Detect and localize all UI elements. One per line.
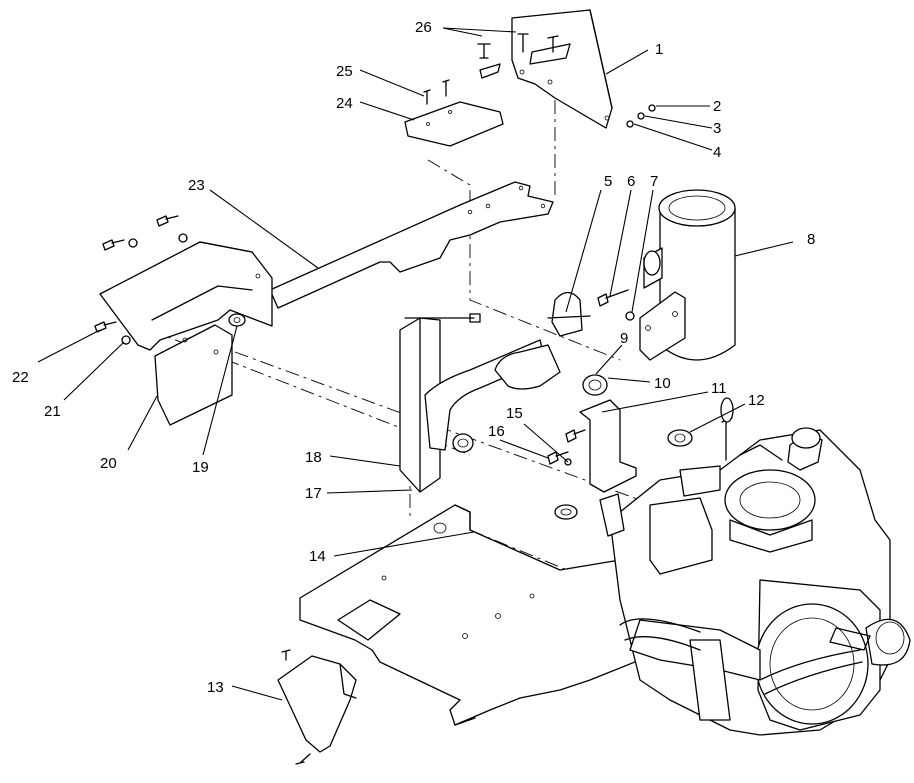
part-25-screws bbox=[423, 79, 450, 105]
callout-23: 23 bbox=[188, 177, 205, 194]
part-13-corner-shield bbox=[277, 649, 357, 765]
part-18-exhaust-pipe bbox=[399, 313, 608, 493]
base-frame bbox=[299, 504, 661, 726]
callouts: 1 2 3 4 5 6 7 8 9 10 11 12 13 14 15 16 1… bbox=[12, 19, 815, 696]
part-8-muffler bbox=[639, 189, 736, 361]
part-20-heat-shield bbox=[99, 241, 273, 426]
callout-21: 21 bbox=[44, 403, 61, 420]
callout-15: 15 bbox=[506, 405, 523, 422]
callout-22: 22 bbox=[12, 369, 29, 386]
callout-7: 7 bbox=[650, 173, 658, 190]
callout-19: 19 bbox=[192, 459, 209, 476]
callout-12: 12 bbox=[748, 392, 765, 409]
callout-9: 9 bbox=[620, 330, 628, 347]
part-11-bracket bbox=[579, 399, 637, 493]
callout-25: 25 bbox=[336, 63, 353, 80]
callout-24: 24 bbox=[336, 95, 353, 112]
parts-2-3-4-fasteners bbox=[626, 104, 656, 128]
callout-20: 20 bbox=[100, 455, 117, 472]
parts-21-22-fasteners bbox=[94, 215, 188, 345]
callout-1: 1 bbox=[655, 41, 663, 58]
callout-8: 8 bbox=[807, 231, 815, 248]
part-6-bolt bbox=[597, 289, 629, 307]
part-24-cover-plate bbox=[404, 101, 504, 147]
callout-4: 4 bbox=[713, 144, 721, 161]
callout-16: 16 bbox=[488, 423, 505, 440]
callout-3: 3 bbox=[713, 120, 721, 137]
part-19-spacer bbox=[228, 313, 246, 327]
part-26-screws bbox=[477, 33, 559, 79]
callout-11: 11 bbox=[711, 380, 727, 397]
callout-26: 26 bbox=[415, 19, 432, 36]
callout-17: 17 bbox=[305, 485, 322, 502]
leader-lines bbox=[37, 27, 794, 701]
part-23-long-bracket bbox=[269, 181, 554, 309]
part-12-gasket bbox=[554, 429, 693, 520]
callout-2: 2 bbox=[713, 98, 721, 115]
callout-18: 18 bbox=[305, 449, 322, 466]
parts-15-16-bolts bbox=[547, 429, 586, 466]
callout-14: 14 bbox=[309, 548, 326, 565]
callout-5: 5 bbox=[604, 173, 612, 190]
engine-assembly bbox=[599, 397, 911, 736]
part-5-clamp bbox=[547, 291, 591, 337]
callout-13: 13 bbox=[207, 679, 224, 696]
part-1-upper-bracket bbox=[511, 9, 613, 129]
part-7-nut bbox=[625, 311, 635, 321]
callout-6: 6 bbox=[627, 173, 635, 190]
callout-10: 10 bbox=[654, 375, 671, 392]
